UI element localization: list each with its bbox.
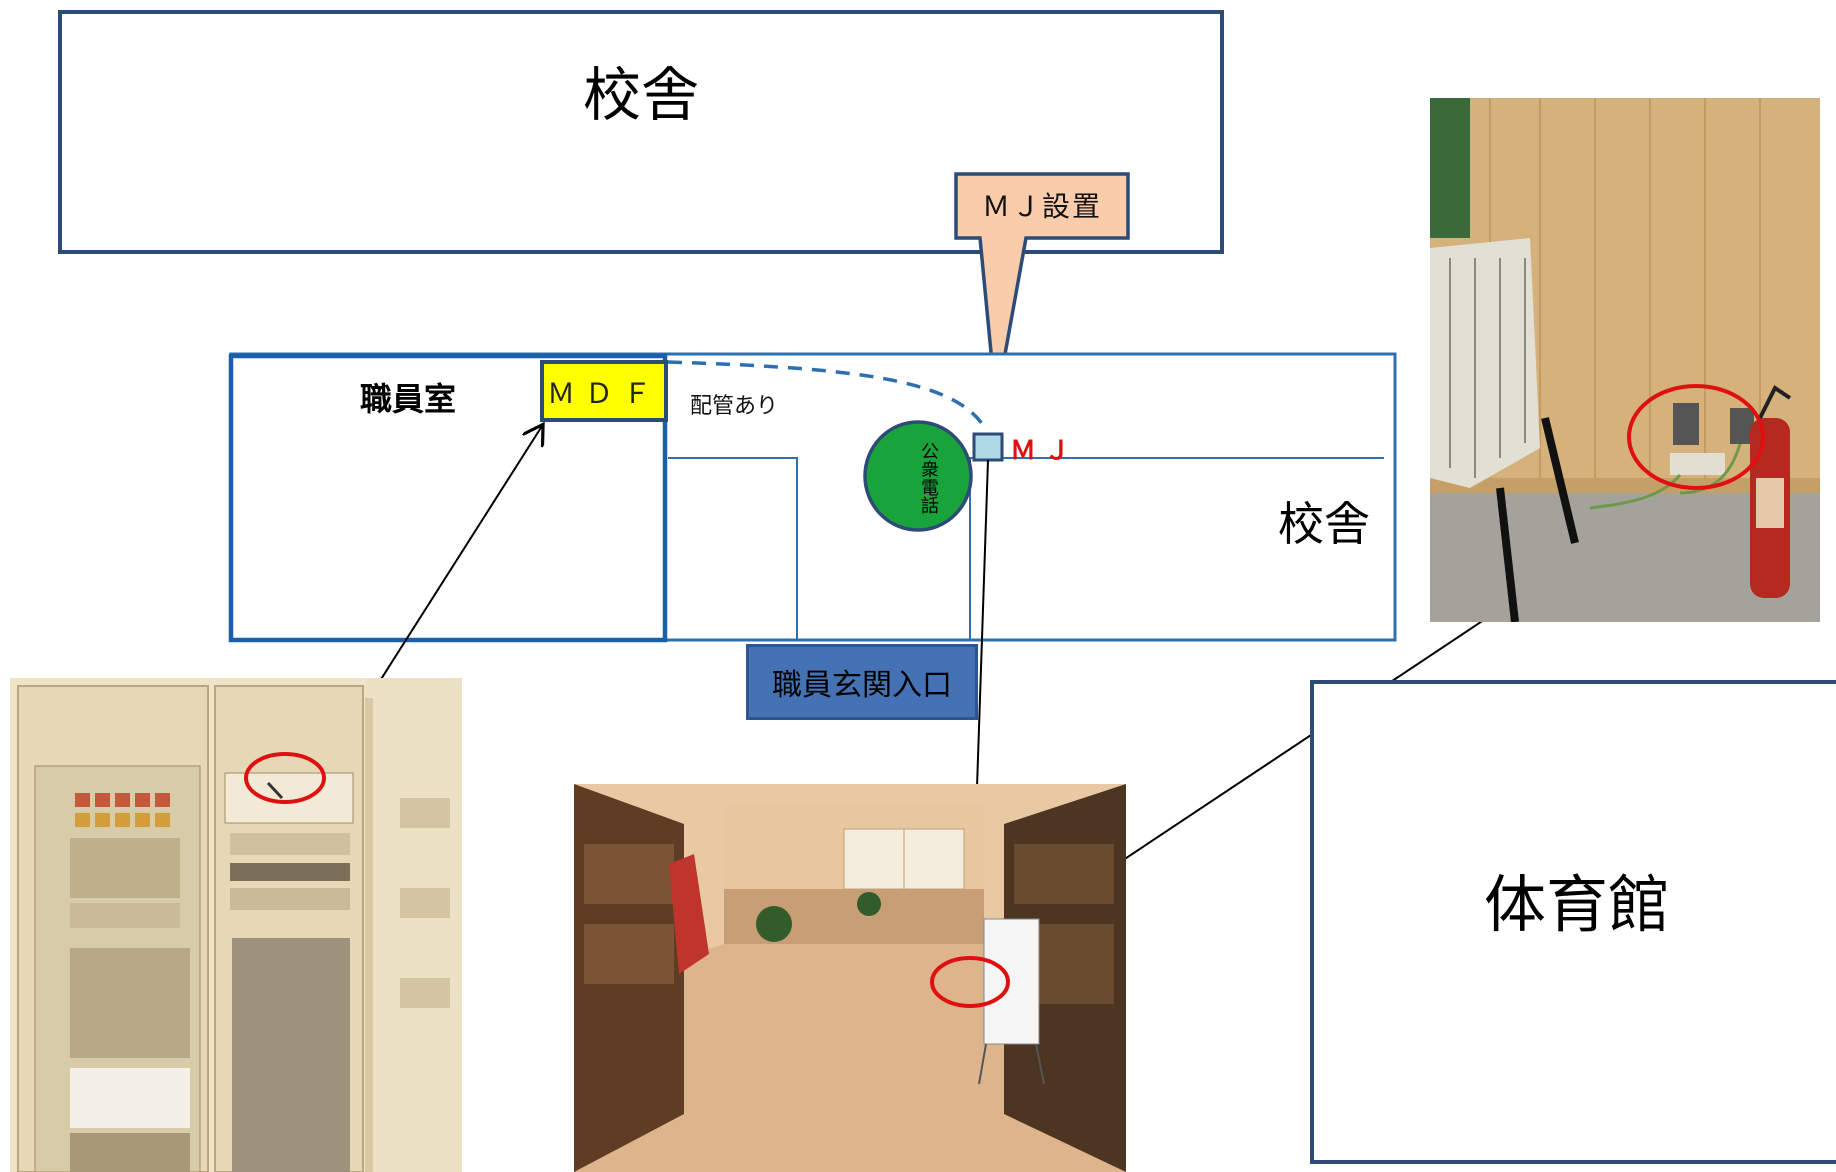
piping-dashed-line bbox=[667, 360, 987, 429]
public-phone-circle bbox=[863, 420, 973, 532]
mj-square bbox=[972, 432, 1004, 462]
callout-text: ＭＪ設置 bbox=[981, 190, 1102, 223]
public-phone-label: 公衆電話 bbox=[918, 442, 939, 514]
school-right-label: 校舎 bbox=[1278, 497, 1370, 551]
entrance-hall-photo bbox=[574, 784, 1126, 1172]
wall-outlet-photo bbox=[1430, 98, 1820, 622]
corridor-line-right bbox=[969, 457, 1384, 640]
mdf-box bbox=[540, 360, 668, 422]
staff-room-label: 職員室 bbox=[360, 380, 457, 418]
mdf-label: ＭＤＦ bbox=[546, 377, 661, 410]
building-top-label: 校舎 bbox=[582, 61, 699, 129]
corridor-line bbox=[668, 457, 798, 640]
staff-entrance-label: 職員玄関入口 bbox=[772, 668, 952, 703]
mdf-cabinet-photo bbox=[10, 678, 462, 1172]
mj-label: ＭＪ bbox=[1010, 436, 1079, 466]
staff-entrance: 職員玄関入口 bbox=[746, 644, 978, 720]
piping-label: 配管あり bbox=[690, 394, 779, 419]
building-top: 校舎 bbox=[58, 10, 1224, 254]
gym-building: 体育館 bbox=[1310, 680, 1836, 1164]
callout-bubble bbox=[954, 172, 1130, 405]
gym-label: 体育館 bbox=[1484, 868, 1671, 941]
